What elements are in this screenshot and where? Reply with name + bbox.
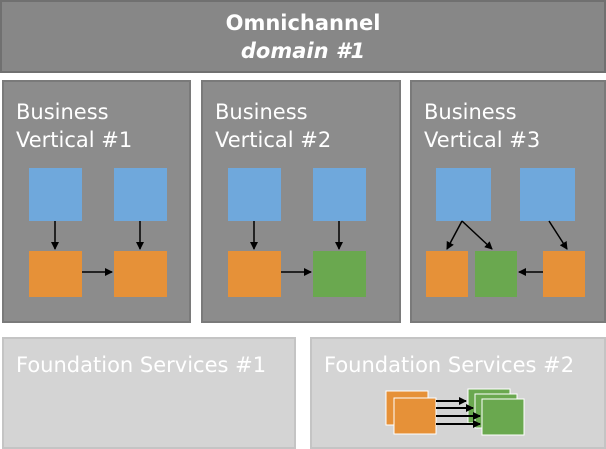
foundation-services-2-label: Foundation Services #2	[324, 353, 575, 377]
business-vertical-3-label: Business Vertical #3	[424, 98, 540, 154]
business-vertical-1-line2: Vertical #1	[16, 128, 133, 152]
foundation-services-1-panel: Foundation Services #1	[2, 337, 296, 449]
business-vertical-1-line1: Business	[16, 100, 109, 124]
foundation-services-1-label: Foundation Services #1	[16, 353, 267, 377]
business-vertical-2-line2: Vertical #2	[215, 128, 332, 152]
business-vertical-2-line1: Business	[215, 100, 308, 124]
foundation-services-2-panel: Foundation Services #2	[310, 337, 606, 449]
business-vertical-2-label: Business Vertical #2	[215, 98, 331, 154]
business-vertical-2-panel: Business Vertical #2	[201, 80, 401, 323]
business-vertical-1-label: Business Vertical #1	[16, 98, 132, 154]
business-vertical-3-line1: Business	[424, 100, 517, 124]
business-vertical-3-line2: Vertical #3	[424, 128, 541, 152]
header-title: Omnichannel	[225, 11, 381, 35]
omnichannel-domain-header: Omnichannel domain #1	[0, 0, 606, 73]
business-vertical-3-panel: Business Vertical #3	[410, 80, 606, 323]
header-subtitle: domain #1	[240, 39, 366, 63]
business-vertical-1-panel: Business Vertical #1	[2, 80, 191, 323]
